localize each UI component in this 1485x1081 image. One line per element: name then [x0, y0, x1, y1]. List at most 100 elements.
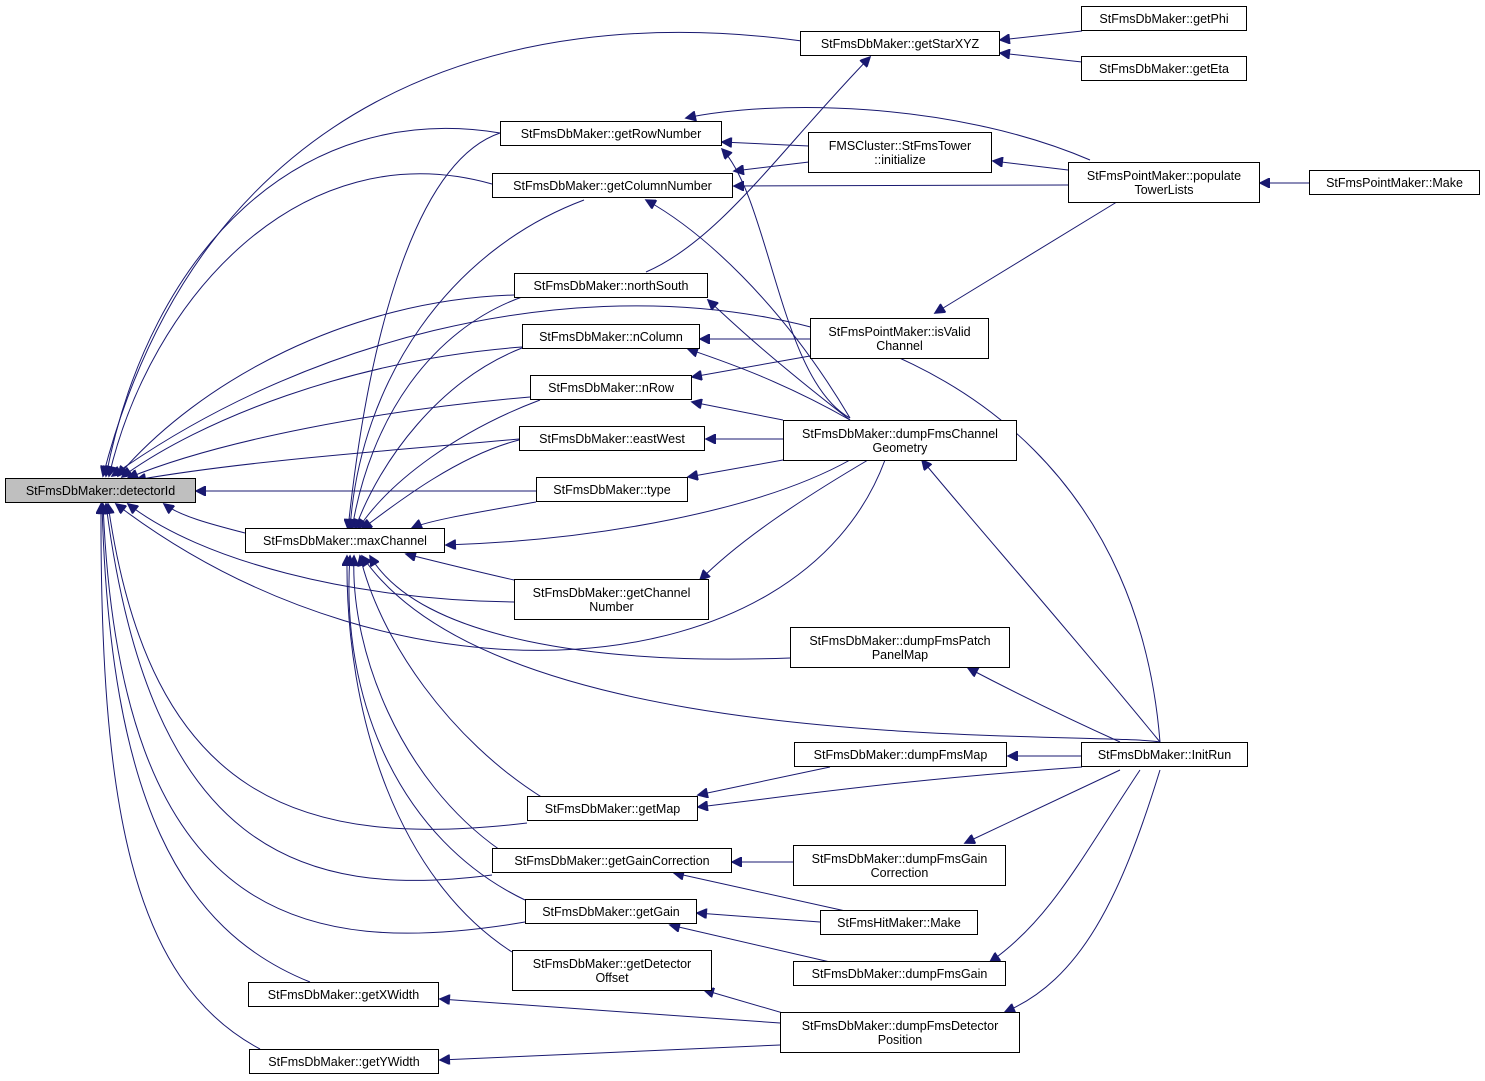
edge [164, 504, 246, 534]
node-label-line-2: Correction [870, 865, 929, 880]
node-label-line-2: Offset [595, 970, 629, 985]
node-point-maker-make[interactable]: StFmsPointMaker::Make [1309, 170, 1480, 195]
node-get-eta[interactable]: StFmsDbMaker::getEta [1081, 56, 1247, 81]
edge [734, 161, 810, 171]
node-label: StFmsHitMaker::Make [837, 915, 961, 930]
node-get-star-xyz[interactable]: StFmsDbMaker::getStarXYZ [800, 31, 1000, 56]
edge [722, 149, 851, 419]
node-hit-maker-make[interactable]: StFmsHitMaker::Make [820, 910, 978, 935]
node-label: StFmsDbMaker::getEta [1099, 61, 1229, 76]
edge [102, 504, 311, 983]
node-label-line-1: StFmsDbMaker::dumpFmsDetector [801, 1018, 999, 1033]
node-n-column[interactable]: StFmsDbMaker::nColumn [522, 324, 700, 349]
node-label-line-1: StFmsDbMaker::getDetector [532, 956, 692, 971]
edge [990, 769, 1141, 962]
node-label-line-1: StFmsPointMaker::isValid [828, 324, 971, 339]
edge [122, 346, 523, 477]
edge [118, 294, 515, 476]
edge [112, 305, 1161, 743]
node-label: StFmsDbMaker::detectorId [25, 483, 176, 498]
edge [116, 459, 886, 651]
node-get-x-width[interactable]: StFmsDbMaker::getXWidth [248, 982, 439, 1007]
edge [708, 300, 851, 421]
edge [722, 142, 810, 146]
node-label-line-1: StFmsDbMaker::dumpFmsGain [811, 851, 988, 866]
node-get-phi[interactable]: StFmsDbMaker::getPhi [1081, 6, 1247, 31]
node-label-line-2: Position [877, 1032, 923, 1047]
node-label-line-2: ::initialize [874, 152, 926, 167]
node-label: StFmsDbMaker::getXWidth [267, 987, 420, 1002]
node-label: StFmsDbMaker::dumpFmsGain [811, 966, 988, 981]
edge [692, 355, 811, 377]
edge [362, 556, 1161, 743]
node-max-channel[interactable]: StFmsDbMaker::maxChannel [245, 528, 445, 553]
node-detector-id: StFmsDbMaker::detectorId [5, 478, 196, 503]
edge [692, 402, 784, 421]
edge [108, 504, 528, 830]
edge [106, 504, 493, 881]
node-type[interactable]: StFmsDbMaker::type [536, 477, 688, 502]
node-label: StFmsDbMaker::nColumn [539, 329, 683, 344]
node-label: StFmsPointMaker::Make [1326, 175, 1463, 190]
node-label-line-1: FMSCluster::StFmsTower [828, 138, 972, 153]
edge [674, 873, 851, 913]
node-get-y-width[interactable]: StFmsDbMaker::getYWidth [249, 1049, 439, 1074]
node-dump-fms-gain[interactable]: StFmsDbMaker::dumpFmsGain [793, 961, 1006, 986]
edge [355, 347, 523, 529]
node-label-line-2: TowerLists [1134, 182, 1194, 197]
edge [349, 556, 526, 901]
node-get-map[interactable]: StFmsDbMaker::getMap [527, 796, 698, 821]
node-get-gain[interactable]: StFmsDbMaker::getGain [525, 899, 697, 924]
node-init-run[interactable]: StFmsDbMaker::InitRun [1081, 742, 1248, 767]
edge [968, 668, 1121, 743]
node-label: StFmsDbMaker::getMap [544, 801, 681, 816]
edge [686, 107, 1091, 161]
edge [440, 999, 781, 1024]
node-label-line-1: StFmsDbMaker::dumpFmsPatch [809, 633, 991, 648]
node-label: StFmsDbMaker::dumpFmsMap [813, 747, 988, 762]
edge [965, 769, 1121, 843]
node-n-row[interactable]: StFmsDbMaker::nRow [530, 375, 692, 400]
node-east-west[interactable]: StFmsDbMaker::eastWest [519, 426, 705, 451]
node-get-column-number[interactable]: StFmsDbMaker::getColumnNumber [492, 173, 733, 198]
node-label: StFmsDbMaker::maxChannel [263, 533, 427, 548]
edge [646, 200, 851, 419]
node-fms-cluster-initialize[interactable]: FMSCluster::StFmsTower::initialize [808, 132, 992, 173]
node-label-line-1: StFmsPointMaker::populate [1086, 168, 1242, 183]
node-label: StFmsDbMaker::getGainCorrection [514, 853, 710, 868]
edge [1005, 769, 1161, 1012]
node-north-south[interactable]: StFmsDbMaker::northSouth [514, 273, 708, 298]
node-get-gain-correction[interactable]: StFmsDbMaker::getGainCorrection [492, 848, 732, 873]
edge [106, 128, 501, 476]
edge [103, 504, 526, 934]
edge [697, 913, 821, 923]
edge [935, 199, 1121, 313]
call-edges [101, 30, 1310, 1060]
edge [670, 925, 831, 963]
edge [128, 396, 531, 478]
edge [700, 459, 869, 580]
edge [688, 459, 784, 477]
edge [354, 556, 501, 851]
node-get-row-number[interactable]: StFmsDbMaker::getRowNumber [500, 121, 722, 146]
edge [698, 766, 1083, 807]
edge [109, 173, 493, 476]
edge [406, 554, 515, 581]
edge [698, 766, 831, 795]
node-label: StFmsDbMaker::getRowNumber [520, 126, 702, 141]
node-dump-fms-map[interactable]: StFmsDbMaker::dumpFmsMap [794, 742, 1007, 767]
node-label: StFmsDbMaker::getGain [542, 904, 680, 919]
node-label: StFmsDbMaker::getYWidth [268, 1054, 420, 1069]
node-label-line-2: Number [589, 599, 634, 614]
edge [446, 459, 851, 545]
node-label: StFmsDbMaker::northSouth [533, 278, 689, 293]
